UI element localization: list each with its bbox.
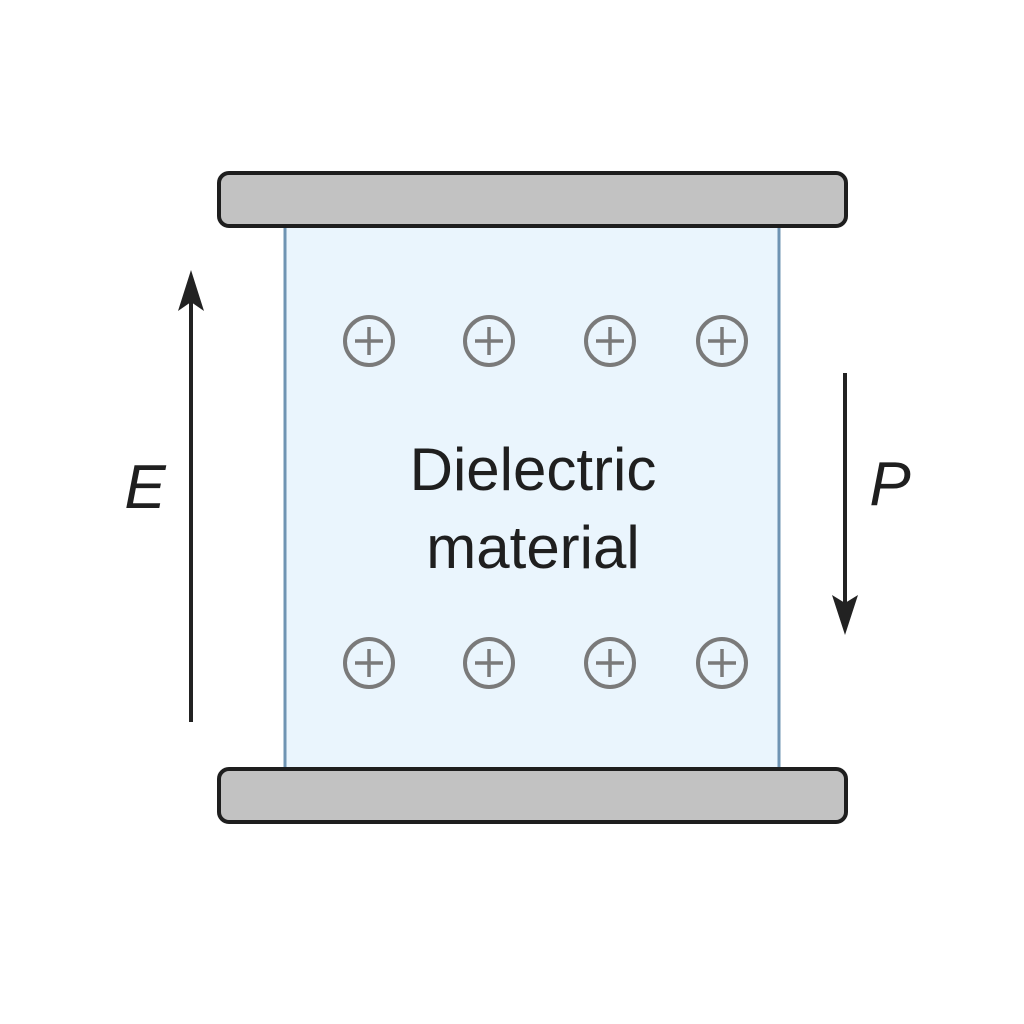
positive-charge-icon bbox=[343, 315, 395, 367]
dielectric-label-line2: material bbox=[426, 514, 639, 581]
top-plate bbox=[217, 171, 848, 228]
positive-charge-icon bbox=[584, 637, 636, 689]
dielectric-block bbox=[283, 220, 781, 776]
positive-charge-icon bbox=[343, 637, 395, 689]
electric-field-label: E bbox=[124, 453, 166, 522]
bottom-plate bbox=[217, 767, 848, 824]
dielectric-label-line1: Dielectric bbox=[410, 436, 657, 503]
charges-bottom-row bbox=[343, 637, 748, 689]
positive-charge-icon bbox=[463, 637, 515, 689]
polarization-label: P bbox=[869, 450, 910, 519]
electric-field-arrow bbox=[178, 270, 204, 722]
positive-charge-icon bbox=[696, 315, 748, 367]
polarization-arrow bbox=[832, 373, 858, 635]
arrow-down-icon bbox=[832, 595, 858, 635]
positive-charge-icon bbox=[696, 637, 748, 689]
positive-charge-icon bbox=[584, 315, 636, 367]
positive-charge-icon bbox=[463, 315, 515, 367]
charges-top-row bbox=[343, 315, 748, 367]
arrow-up-icon bbox=[178, 270, 204, 311]
